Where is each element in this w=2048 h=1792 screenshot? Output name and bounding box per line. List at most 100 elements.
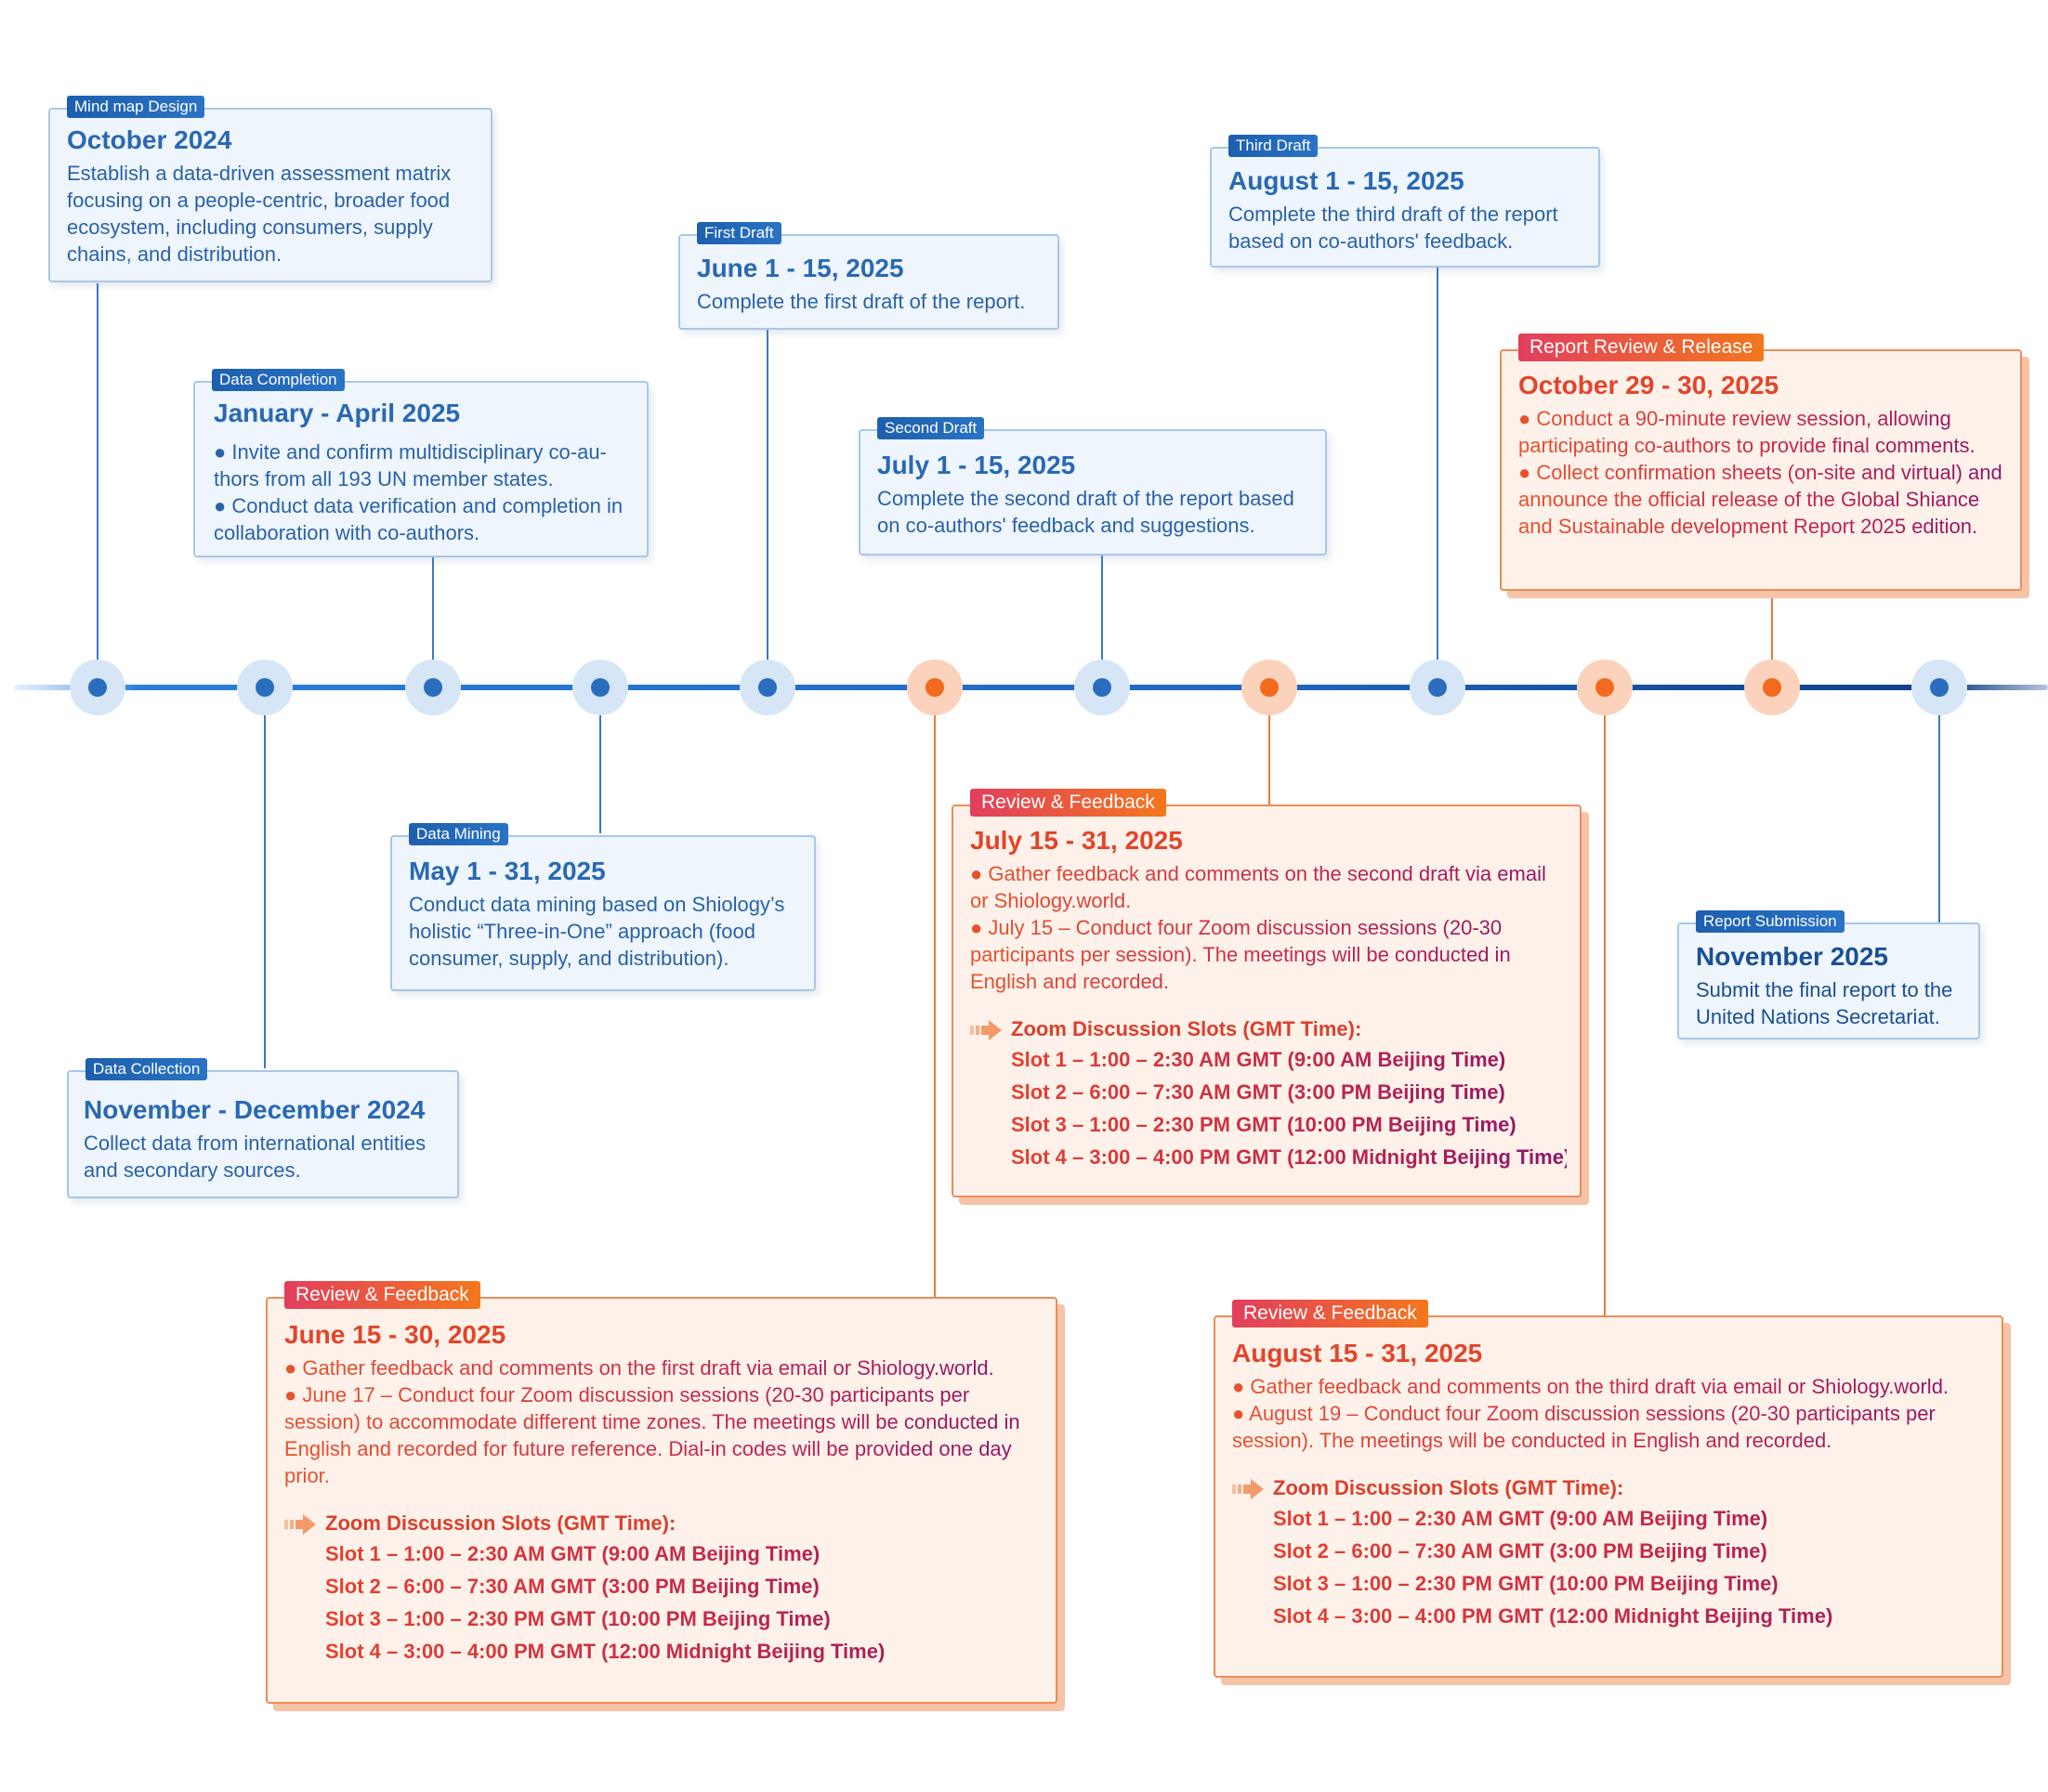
card-title: October 2024 [67, 125, 232, 154]
card-tag: Review & Feedback [284, 1281, 480, 1309]
card-bullet: ● Invite and confirm multidisciplinary c… [214, 440, 607, 491]
node-report-release [1744, 660, 1800, 715]
zoom-slot: Slot 2 – 6:00 – 7:30 AM GMT (3:00 PM Bei… [1232, 1535, 1989, 1567]
zoom-slots-title: Zoom Discussion Slots (GMT Time): [1011, 1017, 1362, 1040]
card-data-mining: Data Mining May 1 - 31, 2025 Conduct dat… [390, 823, 816, 991]
node-data-completion [405, 660, 461, 715]
card-tag: First Draft [697, 222, 781, 244]
card-tag: Data Completion [212, 369, 345, 391]
arrow-icon [970, 1020, 1002, 1040]
node-data-mining [572, 660, 628, 715]
card-title: June 1 - 15, 2025 [697, 254, 904, 282]
card-title: July 15 - 31, 2025 [970, 826, 1183, 855]
card-bullet: ● July 15 – Conduct four Zoom discussion… [970, 916, 1511, 993]
card-title: May 1 - 31, 2025 [409, 857, 606, 885]
card-body: ● Gather feedback and comments on the se… [970, 860, 1567, 995]
card-body: ● Conduct a 90-minute review session, al… [1518, 405, 2007, 540]
card-review-feedback-july: Review & Feedback July 15 - 31, 2025 ● G… [952, 789, 1582, 1197]
card-tag: Mind map Design [67, 96, 205, 118]
card-title: June 15 - 30, 2025 [284, 1320, 506, 1349]
card-body: Complete the first draft of the report. [697, 288, 1044, 315]
card-bullet: ● Conduct data verification and completi… [214, 494, 624, 544]
zoom-slot: Slot 4 – 3:00 – 4:00 PM GMT (12:00 Midni… [1232, 1600, 1989, 1632]
card-body: ● Invite and confirm multidisciplinary c… [214, 438, 630, 546]
card-body: Establish a data-driven assessment matri… [67, 160, 474, 268]
node-review-august [1577, 660, 1633, 715]
zoom-slot: Slot 1 – 1:00 – 2:30 AM GMT (9:00 AM Bei… [1232, 1502, 1989, 1535]
card-tag: Second Draft [877, 417, 985, 439]
card-text: Complete the first draft of the report. [697, 290, 1026, 313]
card-tag: Data Mining [409, 823, 508, 845]
timeline-axis [14, 685, 2048, 690]
card-bullet: ● Gather feedback and comments on the th… [1232, 1375, 1950, 1398]
arrow-icon [284, 1514, 316, 1535]
node-review-june [907, 660, 963, 715]
card-title: October 29 - 30, 2025 [1518, 371, 1779, 399]
card-body: Complete the second draft of the report … [877, 485, 1310, 539]
card-title: November - December 2024 [84, 1095, 426, 1124]
card-title: November 2025 [1696, 942, 1889, 971]
card-bullet: ● Collect confirmation sheets (on-site a… [1518, 461, 2002, 538]
card-report-submission: Report Submission November 2025 Submit t… [1677, 910, 1980, 1040]
card-text: Establish a data-driven assessment matri… [67, 162, 452, 266]
card-second-draft: Second Draft July 1 - 15, 2025 Complete … [859, 417, 1327, 556]
card-mindmap-design: Mind map Design October 2024 Establish a… [48, 96, 492, 282]
card-text: Complete the second draft of the report … [877, 487, 1294, 537]
zoom-slot: Slot 4 – 3:00 – 4:00 PM GMT (12:00 Midni… [284, 1635, 1043, 1668]
card-tag: Third Draft [1228, 135, 1319, 157]
zoom-slot: Slot 3 – 1:00 – 2:30 PM GMT (10:00 PM Be… [284, 1602, 1043, 1635]
card-body: ● Gather feedback and comments on the fi… [284, 1354, 1043, 1489]
zoom-slot: Slot 1 – 1:00 – 2:30 AM GMT (9:00 AM Bei… [970, 1043, 1567, 1076]
card-tag: Review & Feedback [970, 789, 1166, 817]
node-review-july [1241, 660, 1297, 715]
card-text: Conduct data mining based on Shiology’s … [409, 893, 785, 970]
zoom-slot: Slot 3 – 1:00 – 2:30 PM GMT (10:00 PM Be… [1232, 1567, 1989, 1600]
zoom-slots-header: Zoom Discussion Slots (GMT Time): [284, 1510, 1043, 1537]
card-title: August 15 - 31, 2025 [1232, 1339, 1483, 1367]
card-body: Conduct data mining based on Shiology’s … [409, 891, 799, 972]
card-body: Collect data from international entities… [84, 1130, 442, 1184]
card-body: Complete the third draft of the report b… [1228, 201, 1583, 255]
card-title: August 1 - 15, 2025 [1228, 166, 1464, 195]
card-data-collection: Data Collection November - December 2024… [67, 1058, 459, 1198]
card-text: Complete the third draft of the report b… [1228, 203, 1558, 253]
card-review-feedback-august: Review & Feedback August 15 - 31, 2025 ●… [1214, 1300, 2003, 1678]
node-first-draft [740, 660, 795, 715]
card-tag: Review & Feedback [1232, 1300, 1428, 1328]
card-body: Submit the final report to the United Na… [1696, 976, 1965, 1030]
node-second-draft [1074, 660, 1130, 715]
zoom-slots-header: Zoom Discussion Slots (GMT Time): [1232, 1474, 1989, 1502]
card-bullet: ● June 17 – Conduct four Zoom discussion… [284, 1383, 1020, 1487]
card-body: ● Gather feedback and comments on the th… [1232, 1373, 1989, 1454]
card-text: Submit the final report to the United Na… [1696, 978, 1953, 1028]
zoom-slot: Slot 2 – 6:00 – 7:30 AM GMT (3:00 PM Bei… [970, 1076, 1567, 1108]
card-report-review-release: Report Review & Release October 29 - 30,… [1500, 334, 2022, 591]
card-bullet: ● Gather feedback and comments on the se… [970, 862, 1546, 912]
zoom-slot: Slot 1 – 1:00 – 2:30 AM GMT (9:00 AM Bei… [284, 1537, 1043, 1570]
zoom-slots-title: Zoom Discussion Slots (GMT Time): [1273, 1476, 1624, 1499]
node-third-draft [1410, 660, 1465, 715]
zoom-slots-title: Zoom Discussion Slots (GMT Time): [325, 1511, 676, 1535]
node-data-collection [237, 660, 293, 715]
card-tag: Report Review & Release [1518, 334, 1765, 361]
card-tag: Report Submission [1696, 910, 1845, 933]
card-review-feedback-june: Review & Feedback June 15 - 30, 2025 ● G… [266, 1281, 1057, 1704]
zoom-slot: Slot 2 – 6:00 – 7:30 AM GMT (3:00 PM Bei… [284, 1570, 1043, 1602]
card-data-completion: Data Completion January - April 2025 ● I… [193, 369, 649, 557]
card-tag: Data Collection [85, 1058, 208, 1080]
card-third-draft: Third Draft August 1 - 15, 2025 Complete… [1210, 135, 1600, 268]
zoom-slots-header: Zoom Discussion Slots (GMT Time): [970, 1015, 1567, 1043]
zoom-slot: Slot 4 – 3:00 – 4:00 PM GMT (12:00 Midni… [970, 1141, 1570, 1173]
node-report-submission [1911, 660, 1967, 715]
card-title: January - April 2025 [214, 399, 461, 427]
card-bullet: ● Gather feedback and comments on the fi… [284, 1356, 994, 1380]
card-first-draft: First Draft June 1 - 15, 2025 Complete t… [678, 222, 1059, 330]
card-bullet: ● August 19 – Conduct four Zoom discussi… [1232, 1402, 1936, 1452]
arrow-icon [1232, 1479, 1264, 1499]
node-mindmap [70, 660, 125, 715]
card-title: July 1 - 15, 2025 [877, 451, 1076, 479]
card-text: Collect data from international entities… [84, 1131, 427, 1182]
card-bullet: ● Conduct a 90-minute review session, al… [1518, 407, 1976, 457]
